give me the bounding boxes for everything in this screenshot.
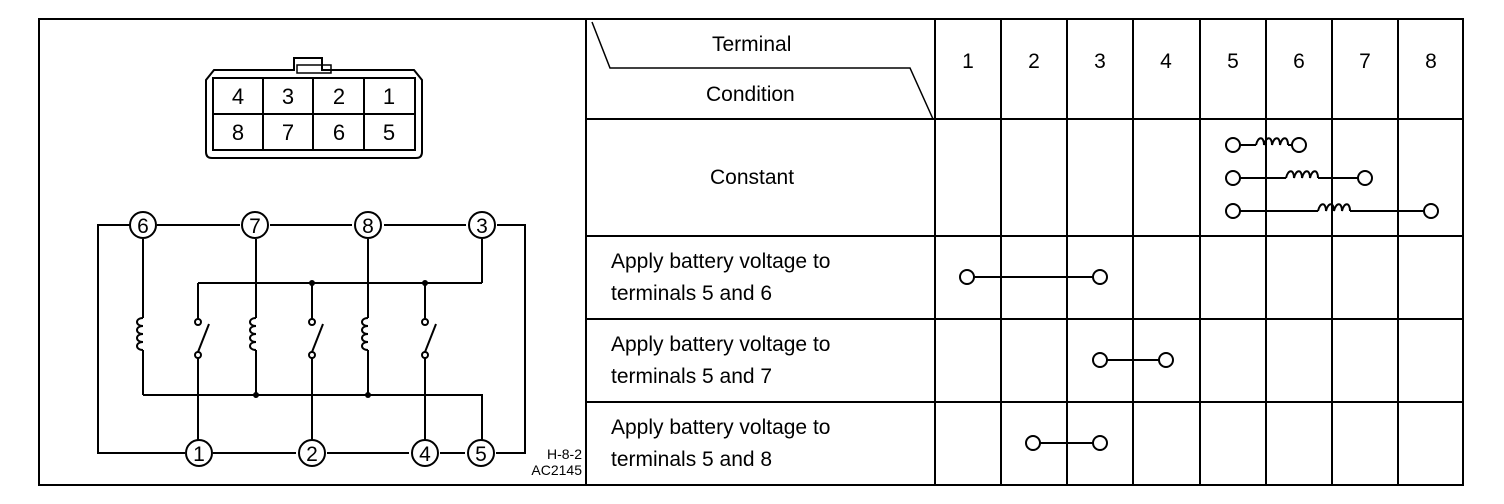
column-header: 5 (1227, 50, 1239, 73)
terminal-label: 6 (137, 215, 149, 238)
condition-line: Apply battery voltage to (611, 333, 831, 356)
terminal-label: 3 (476, 215, 488, 238)
row-condition-constant: Constant (710, 166, 795, 189)
terminal-label: 7 (249, 215, 261, 238)
column-header: 2 (1028, 50, 1040, 73)
condition-line: terminals 5 and 8 (611, 448, 773, 471)
terminal-1-circle (185, 439, 213, 467)
connector-pin-label: 5 (383, 120, 395, 145)
figure-id-line: AC2145 (531, 462, 582, 478)
condition-line: Apply battery voltage to (611, 250, 831, 273)
connector-pin-label: 6 (333, 120, 345, 145)
condition-line: Apply battery voltage to (611, 416, 831, 439)
terminal-3-circle (468, 211, 496, 239)
column-header: 4 (1160, 50, 1172, 73)
terminal-8-circle (354, 211, 382, 239)
terminal-label: 4 (419, 443, 431, 466)
figure-border (38, 18, 1464, 486)
header-condition: Condition (706, 83, 795, 106)
terminal-5-circle (467, 439, 495, 467)
connector-pin-label: 4 (232, 84, 244, 109)
terminal-label: 2 (306, 443, 318, 466)
header-terminal: Terminal (712, 33, 792, 56)
terminal-7-circle (241, 211, 269, 239)
relay-schematic (97, 224, 526, 454)
column-header: 3 (1094, 50, 1106, 73)
figure-id: H-8-2 AC2145 (512, 446, 582, 478)
row-condition: Apply battery voltage to terminals 5 and… (611, 412, 830, 476)
column-header: 8 (1425, 50, 1437, 73)
column-header: 6 (1293, 50, 1305, 73)
column-header: 1 (962, 50, 974, 73)
terminal-label: 1 (193, 443, 205, 466)
connector-pin-label: 2 (333, 84, 345, 109)
connector-pin-label: 7 (282, 120, 294, 145)
terminal-2-circle (298, 439, 326, 467)
condition-line: terminals 5 and 7 (611, 365, 773, 388)
condition-line: terminals 5 and 6 (611, 282, 773, 305)
terminal-label: 5 (475, 443, 487, 466)
connector-pin-label: 1 (383, 84, 395, 109)
terminal-6-circle (129, 211, 157, 239)
row-condition: Apply battery voltage to terminals 5 and… (611, 329, 830, 393)
row-condition: Apply battery voltage to terminals 5 and… (611, 246, 830, 310)
figure-id-line: H-8-2 (546, 446, 582, 462)
terminal-4-circle (411, 439, 439, 467)
connector-face (205, 57, 423, 159)
continuity-table-grid (586, 19, 1463, 485)
column-header: 7 (1359, 50, 1371, 73)
terminal-label: 8 (362, 215, 374, 238)
continuity-marks (959, 137, 1439, 451)
junction-dots (253, 280, 428, 398)
connector-pin-label: 8 (232, 120, 244, 145)
connector-pin-label: 3 (282, 84, 294, 109)
